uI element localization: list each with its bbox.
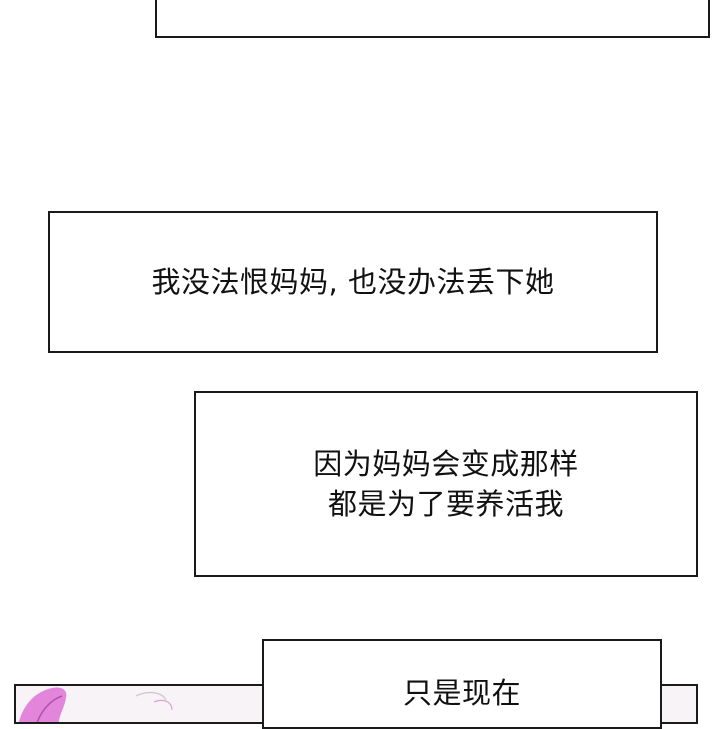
caption-box-3: 只是现在: [262, 639, 662, 729]
caption-line: 我没法恨妈妈, 也没办法丢下她: [151, 265, 555, 299]
caption-line: 因为妈妈会变成那样: [313, 447, 579, 481]
character-hair-art: [19, 687, 173, 722]
caption-box-2: 因为妈妈会变成那样 都是为了要养活我: [194, 391, 698, 577]
caption-line: 只是现在: [402, 676, 521, 710]
caption-box-top-partial: [155, 0, 710, 38]
caption-line: 都是为了要养活我: [327, 487, 564, 521]
caption-box-1: 我没法恨妈妈, 也没办法丢下她: [48, 211, 658, 353]
